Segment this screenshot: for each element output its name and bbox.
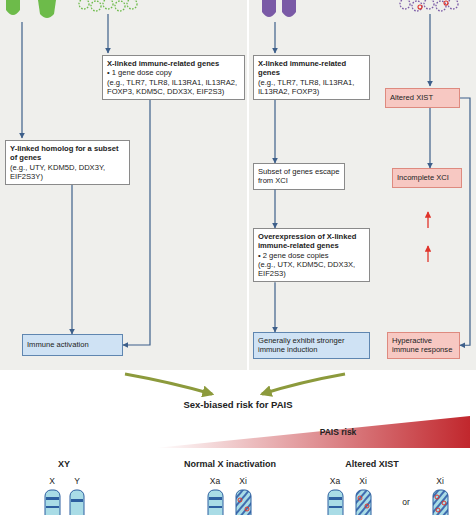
- conjunction-label: or: [402, 497, 410, 507]
- chromosome-label: Xa: [210, 476, 220, 486]
- chromosome-label: Xi: [359, 476, 367, 486]
- box-text: • 2 gene dose copies: [258, 251, 365, 260]
- panel-bg: [249, 0, 476, 370]
- flow-arrow: [429, 108, 430, 168]
- process-box: Subset of genes escape from XCI: [253, 163, 345, 190]
- box-heading: Y-linked homolog for a subset of genes: [10, 144, 125, 163]
- chromosome-band: [46, 497, 342, 508]
- chromosome-label: Y: [74, 476, 80, 486]
- leader-line: [22, 14, 430, 138]
- converge-arrow: [125, 374, 345, 394]
- chromosome-label: Xa: [330, 476, 340, 486]
- group-label: Normal X inactivation: [184, 459, 276, 469]
- box-text: (e.g., UTX, KDM5C, DDX3X, EIF2S3): [258, 260, 365, 279]
- gene-box: X-linked immune-related genes• 1 gene do…: [102, 55, 245, 100]
- box-text: Immune activation: [27, 340, 118, 349]
- gene-box: X-linked immune-related genes(e.g., TLR7…: [253, 55, 370, 100]
- flow-arrow: [274, 282, 275, 332]
- flow-arrow: [71, 185, 72, 334]
- box-text: • 1 gene dose copy: [107, 68, 240, 77]
- outcome-box: Immune activation: [22, 334, 123, 356]
- flow-arrow: [274, 100, 275, 163]
- box-text: Generally exhibit stronger immune induct…: [258, 336, 365, 355]
- xist-mark: [238, 495, 446, 512]
- group-label: Altered XIST: [345, 459, 399, 469]
- scale-label: PAIS risk: [320, 427, 357, 437]
- increase-arrow: [427, 212, 428, 262]
- box-heading: X-linked immune-related genes: [258, 59, 365, 78]
- outcome-box: Hyperactive immune response: [387, 332, 460, 359]
- group-label: XY: [58, 459, 70, 469]
- risk-wedge: [155, 416, 470, 448]
- outcome-box: Generally exhibit stronger immune induct…: [253, 332, 370, 359]
- chromosome-label: Xi: [239, 476, 247, 486]
- box-text: (e.g., UTY, KDM5D, DDX3Y, EIF2S3Y): [10, 163, 125, 182]
- gene-box: Overexpression of X-linked immune-relate…: [253, 228, 370, 282]
- flow-arrow: [460, 98, 470, 345]
- box-text: Incomplete XCI: [397, 173, 457, 182]
- chromosome-label: Xi: [436, 476, 444, 486]
- box-heading: X-linked immune-related genes: [107, 59, 240, 68]
- section-heading: Sex-biased risk for PAIS: [183, 399, 292, 410]
- gene-box: Y-linked homolog for a subset of genes(e…: [5, 140, 130, 185]
- box-text: Hyperactive immune response: [392, 336, 455, 355]
- box-heading: Overexpression of X-linked immune-relate…: [258, 232, 365, 251]
- box-text: (e.g., TLR7, TLR8, IL13RA1, IL13RA2, FOX…: [258, 78, 365, 97]
- alteration-box: Altered XIST: [385, 88, 460, 108]
- box-text: Subset of genes escape from XCI: [258, 167, 340, 186]
- chromosome-art: [45, 490, 448, 515]
- box-text: Altered XIST: [390, 93, 455, 102]
- chromosome-art: [6, 0, 458, 18]
- box-text: (e.g., TLR7, TLR8, IL13RA1, IL13RA2, FOX…: [107, 78, 240, 97]
- panel-bg: [0, 0, 247, 370]
- chromosome-label: X: [49, 476, 55, 486]
- alteration-box: Incomplete XCI: [392, 168, 462, 188]
- flow-arrow: [274, 190, 275, 229]
- flow-arrow: [123, 100, 150, 345]
